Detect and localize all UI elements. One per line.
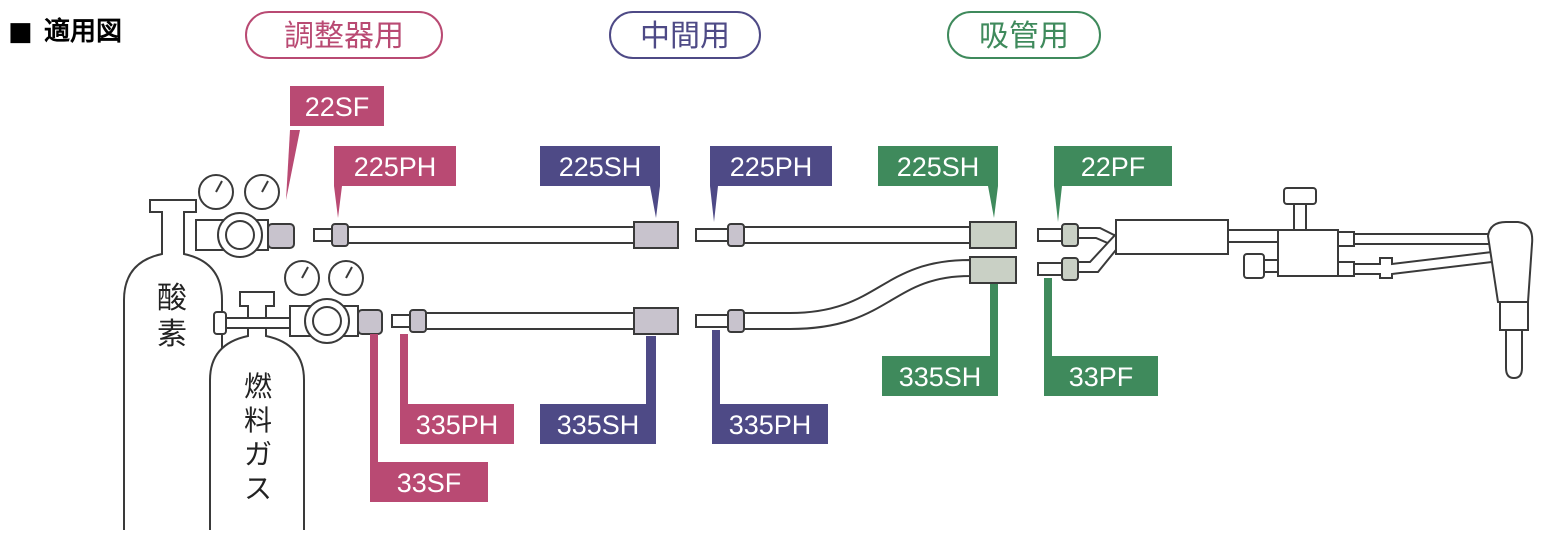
heading-title: 適用図 bbox=[44, 16, 122, 47]
lower-hose-line bbox=[391, 256, 1079, 335]
heading-marker: ■ bbox=[8, 17, 33, 47]
label-22SF-text: 22SF bbox=[305, 92, 370, 122]
label-225PH-middle-text: 225PH bbox=[730, 152, 813, 182]
fuel-cylinder-label-4: ス bbox=[244, 472, 272, 505]
label-335PH-middle: 335PH bbox=[712, 330, 828, 444]
fuel-cylinder-label-3: ガ bbox=[244, 438, 272, 471]
label-335SH-middle: 335SH bbox=[540, 336, 656, 444]
label-225SH-torch-text: 225SH bbox=[897, 152, 980, 182]
fuel-cylinder-label-2: 料 bbox=[244, 404, 272, 437]
label-22PF: 22PF bbox=[1054, 146, 1172, 222]
category-regulator-label: 調整器用 bbox=[284, 19, 404, 54]
label-335PH-regulator: 335PH bbox=[400, 334, 514, 444]
cutting-torch bbox=[1077, 187, 1534, 380]
label-225PH-regulator: 225PH bbox=[334, 146, 456, 218]
label-335SH-torch: 335SH bbox=[882, 284, 998, 396]
label-225SH-middle-text: 225SH bbox=[559, 152, 642, 182]
category-torch-label: 吸管用 bbox=[979, 19, 1069, 54]
oxygen-cylinder-label-1: 酸 bbox=[157, 281, 187, 316]
category-middle-label: 中間用 bbox=[640, 19, 730, 54]
label-33SF-text: 33SF bbox=[397, 468, 462, 498]
label-225SH-torch: 225SH bbox=[878, 146, 998, 218]
fuel-cylinder: 燃 料 ガ ス bbox=[209, 291, 305, 530]
label-225SH-middle: 225SH bbox=[540, 146, 660, 218]
category-torch: 吸管用 bbox=[947, 11, 1101, 59]
label-22SF: 22SF bbox=[286, 86, 384, 200]
label-33PF-text: 33PF bbox=[1069, 362, 1134, 392]
fuel-regulator bbox=[213, 260, 383, 344]
category-middle: 中間用 bbox=[609, 11, 761, 59]
label-225PH-middle: 225PH bbox=[710, 146, 832, 222]
label-335PH-middle-text: 335PH bbox=[729, 410, 812, 440]
label-335PH-regulator-text: 335PH bbox=[416, 410, 499, 440]
oxygen-cylinder-label-2: 素 bbox=[157, 317, 187, 352]
label-335SH-torch-text: 335SH bbox=[899, 362, 982, 392]
fuel-cylinder-label-1: 燃 bbox=[244, 370, 272, 403]
upper-hose-line bbox=[313, 221, 1079, 249]
label-335SH-middle-text: 335SH bbox=[557, 410, 640, 440]
label-33PF: 33PF bbox=[1044, 278, 1158, 396]
oxygen-cylinder: 酸 素 bbox=[123, 199, 223, 530]
label-225PH-regulator-text: 225PH bbox=[354, 152, 437, 182]
label-22PF-text: 22PF bbox=[1081, 152, 1146, 182]
category-regulator: 調整器用 bbox=[245, 11, 443, 59]
label-33SF: 33SF bbox=[370, 334, 488, 502]
oxygen-regulator bbox=[195, 174, 295, 258]
